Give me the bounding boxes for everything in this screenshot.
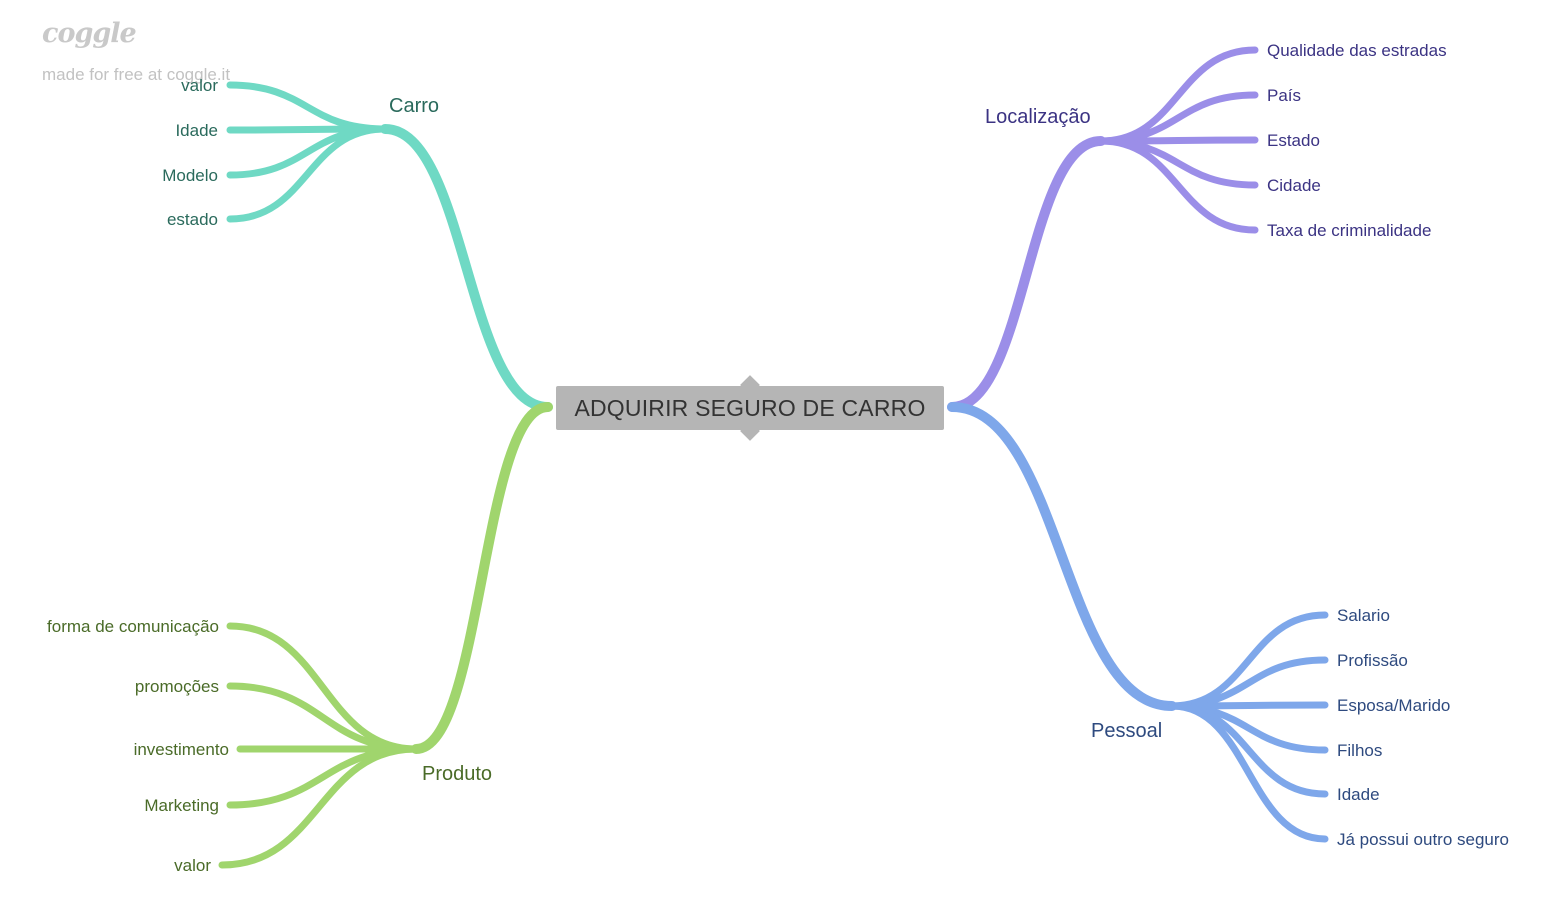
edge-center-pessoal — [947, 402, 1177, 711]
carro-leaf-estado[interactable]: estado — [166, 210, 218, 229]
watermark-text: made for free at coggle.it — [42, 65, 231, 84]
mindmap-edges — [218, 46, 1329, 869]
localizacao-leaf-taxa-de-criminalidade[interactable]: Taxa de criminalidade — [1267, 221, 1432, 240]
edge-pessoal-leaf-5 — [1168, 702, 1329, 843]
edge-carro-leaf-0 — [226, 81, 389, 133]
carro-leaf-valor[interactable]: valor — [181, 76, 218, 95]
produto-leaf-investimento[interactable]: investimento — [133, 740, 229, 759]
pessoal-leaf-salario[interactable]: Salario — [1337, 606, 1390, 625]
pessoal-leaf-filhos[interactable]: Filhos — [1337, 741, 1383, 760]
produto-leaf-valor[interactable]: valor — [174, 856, 211, 875]
branch-produto-label[interactable]: Produto — [422, 763, 493, 785]
produto-leaf-promocoes[interactable]: promoções — [134, 677, 219, 696]
edge-produto-leaf-3 — [226, 745, 420, 809]
branch-localizacao-label[interactable]: Localização — [985, 106, 1091, 128]
edge-center-carro — [380, 124, 553, 412]
central-node[interactable]: ADQUIRIR SEGURO DE CARRO — [556, 386, 944, 430]
edge-localizacao-leaf-4 — [1097, 137, 1259, 234]
carro-leaf-idade[interactable]: Idade — [175, 121, 218, 140]
localizacao-leaf-qualidade-das-estradas[interactable]: Qualidade das estradas — [1267, 41, 1447, 60]
central-node-label: ADQUIRIR SEGURO DE CARRO — [574, 394, 926, 421]
localizacao-leaf-pais[interactable]: País — [1267, 86, 1302, 105]
edge-carro-leaf-3 — [226, 125, 389, 223]
edge-center-produto — [411, 402, 553, 754]
branch-carro-label[interactable]: Carro — [389, 95, 440, 117]
edge-center-localizacao — [947, 136, 1106, 412]
edge-produto-leaf-4 — [218, 745, 420, 869]
pessoal-leaf-idade[interactable]: Idade — [1337, 785, 1380, 804]
localizacao-leaf-cidade[interactable]: Cidade — [1267, 176, 1321, 195]
pessoal-leaf-ja-possui-outro-seguro[interactable]: Já possui outro seguro — [1337, 830, 1509, 849]
edge-localizacao-leaf-1 — [1097, 91, 1259, 145]
localizacao-leaf-estado[interactable]: Estado — [1267, 131, 1320, 150]
branch-pessoal-label[interactable]: Pessoal — [1091, 720, 1163, 742]
edge-pessoal-leaf-1 — [1168, 656, 1329, 710]
produto-leaf-marketing[interactable]: Marketing — [144, 796, 219, 815]
coggle-logo: coggle — [42, 18, 137, 49]
edge-produto-leaf-1 — [226, 682, 420, 753]
produto-leaf-forma-de-comunicacao[interactable]: forma de comunicação — [47, 617, 219, 636]
edge-carro-leaf-2 — [226, 125, 389, 179]
pessoal-leaf-profissao[interactable]: Profissão — [1337, 651, 1408, 670]
carro-leaf-modelo[interactable]: Modelo — [162, 166, 218, 185]
pessoal-leaf-esposa-marido[interactable]: Esposa/Marido — [1337, 696, 1451, 715]
